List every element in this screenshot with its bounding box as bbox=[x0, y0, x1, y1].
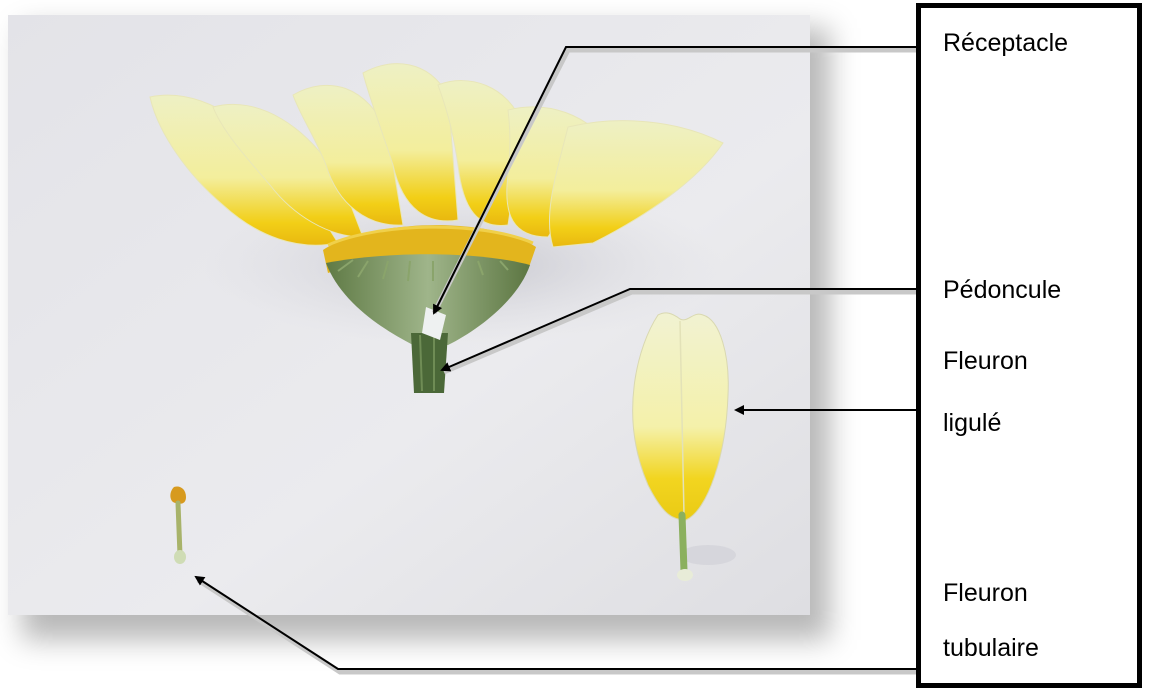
label-tubular-line1: Fleuron bbox=[943, 578, 1028, 608]
peduncle bbox=[411, 333, 448, 393]
label-ligulate-line1: Fleuron bbox=[943, 346, 1028, 376]
label-ligulate-line2: ligulé bbox=[943, 408, 1001, 438]
label-tubular-line2: tubulaire bbox=[943, 633, 1039, 663]
flower-photo bbox=[8, 15, 810, 615]
label-peduncle: Pédoncule bbox=[943, 275, 1061, 305]
label-receptacle: Réceptacle bbox=[943, 28, 1068, 58]
